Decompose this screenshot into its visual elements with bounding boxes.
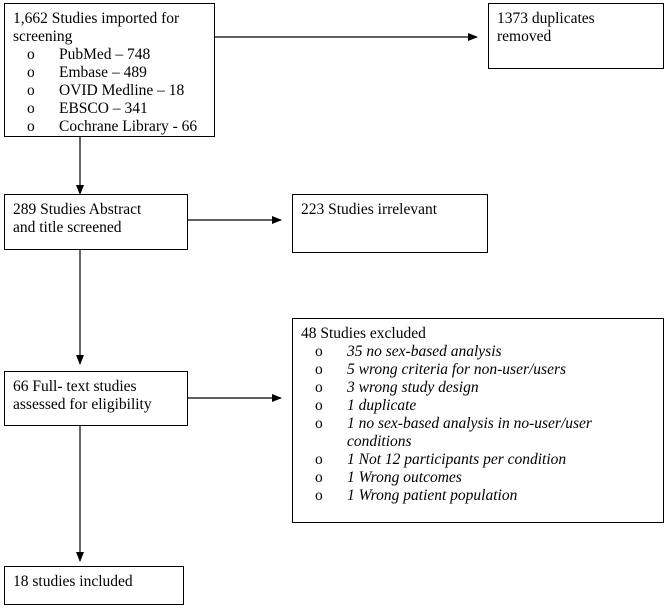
bullet-icon: o: [315, 451, 323, 468]
bullet-icon: o: [315, 343, 323, 360]
duplicates-line2: removed: [497, 28, 552, 45]
bullet-icon: o: [315, 487, 323, 504]
bullet-icon: o: [27, 118, 35, 135]
bullet-icon: o: [315, 397, 323, 414]
bullet-icon: o: [27, 46, 35, 63]
duplicates-line1: 1373 duplicates: [497, 10, 595, 27]
irrelevant-text: 223 Studies irrelevant: [301, 201, 438, 218]
screened-line1: 289 Studies Abstract: [13, 201, 142, 218]
bullet-icon: o: [27, 100, 35, 117]
screened-box: 289 Studies Abstract and title screened: [4, 194, 188, 250]
excluded-title: 48 Studies excluded: [301, 325, 426, 342]
fulltext-line2: assessed for eligibility: [13, 396, 152, 413]
bullet-icon: o: [27, 82, 35, 99]
imported-title: 1,662 Studies imported for screening: [13, 10, 180, 45]
included-box: 18 studies included: [4, 566, 184, 605]
bullet-icon: o: [315, 469, 323, 486]
fulltext-box: 66 Full- text studies assessed for eligi…: [4, 371, 188, 426]
bullet-icon: o: [315, 415, 323, 432]
fulltext-line1: 66 Full- text studies: [13, 378, 137, 395]
duplicates-box: 1373 duplicates removed: [488, 3, 664, 69]
bullet-icon: o: [315, 361, 323, 378]
irrelevant-box: 223 Studies irrelevant: [292, 194, 488, 253]
included-text: 18 studies included: [13, 573, 133, 590]
bullet-icon: o: [315, 379, 323, 396]
screened-line2: and title screened: [13, 219, 122, 236]
bullet-icon: o: [27, 64, 35, 81]
